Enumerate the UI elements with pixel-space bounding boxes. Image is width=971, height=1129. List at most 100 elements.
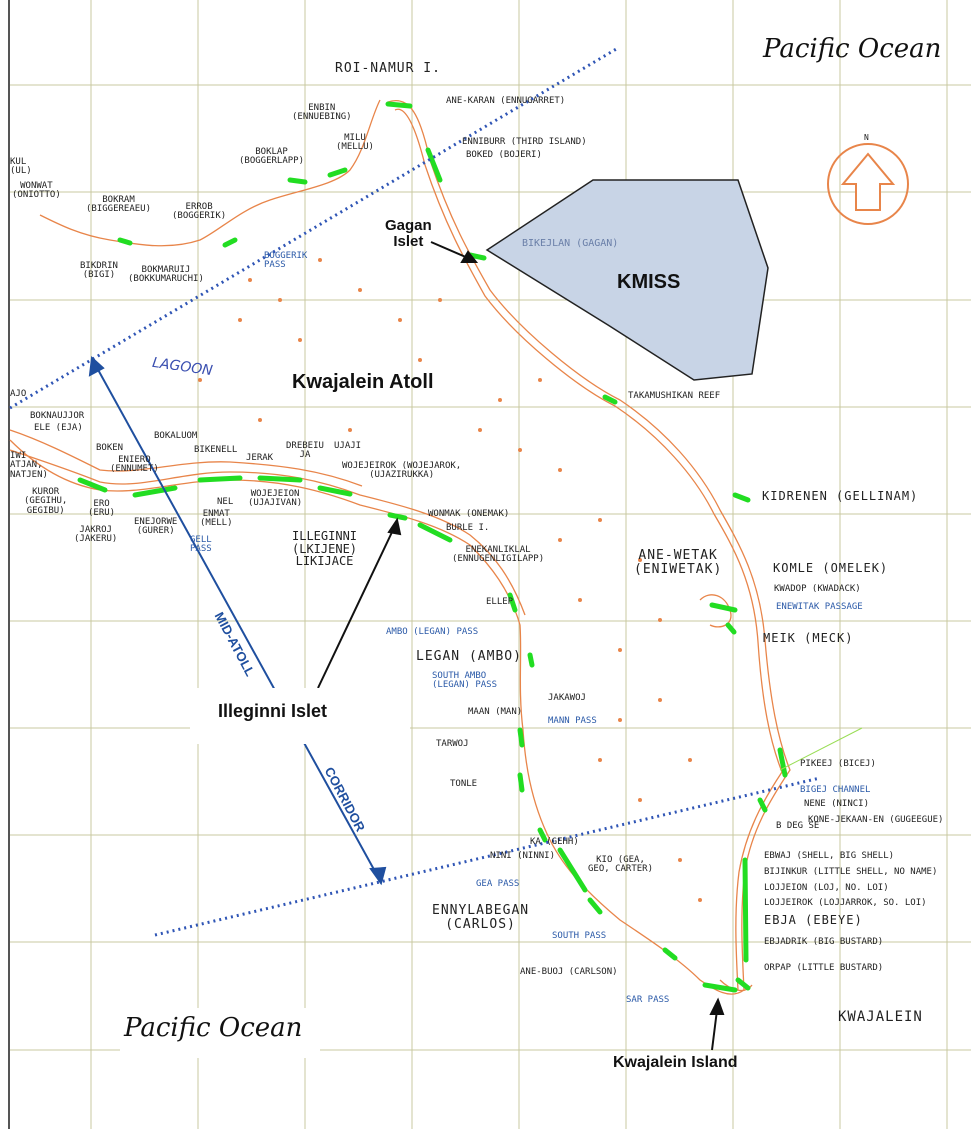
atoll-title: Kwajalein Atoll: [292, 371, 434, 393]
island-nini: NINI (NINNI): [490, 851, 556, 861]
pass-boggerik: BOGGERIK PASS: [264, 251, 308, 271]
island-ujaji: UJAJI: [334, 441, 362, 451]
island-enekanliklal: ENEKANLIKLAL (ENNUGENLIGILAPP): [452, 545, 545, 565]
island-atjan: IWI ATJAN, NATJEN): [10, 451, 48, 480]
island-tarwoj: TARWOJ: [436, 739, 469, 749]
island-ane-karan: ANE-KARAN (ENNUGARRET): [446, 96, 566, 106]
coral-heads: [198, 258, 702, 902]
island-bikenell: BIKENELL: [194, 445, 238, 455]
compass-n-label: N: [864, 133, 869, 142]
island-legan: LEGAN (AMBO): [416, 649, 522, 664]
corridor-boundaries: [9, 46, 821, 937]
pass-ambo: AMBO (LEGAN) PASS: [386, 627, 479, 637]
island-ebja: EBJA (EBEYE): [764, 913, 863, 927]
island-jerak: JERAK: [246, 453, 274, 463]
island-orpap: ORPAP (LITTLE BUSTARD): [764, 963, 884, 973]
island-ebwaj: EBWAJ (SHELL, BIG SHELL): [764, 851, 895, 861]
pass-south-ambo: SOUTH AMBO (LEGAN) PASS: [432, 671, 498, 691]
kwajalein-island-callout: Kwajalein Island: [613, 1054, 738, 1071]
island-enmat: ENMAT (MELL): [200, 509, 233, 529]
callout-arrows: [317, 241, 725, 1051]
kwajalein-label: KWAJALEIN: [838, 1009, 923, 1025]
map-grid: [10, 0, 971, 1129]
island-b-deg: B DEG SE: [776, 821, 820, 831]
island-boknaujor: BOKNAUJJOR: [30, 411, 85, 421]
island-takamushikan: TAKAMUSHIKAN REEF: [628, 391, 721, 401]
pass-gea: GEA PASS: [476, 879, 520, 889]
island-ka: KA (GEHH): [530, 837, 579, 847]
island-wonmak: WONMAK (ONEMAK): [428, 509, 510, 519]
island-komle: KOMLE (OMELEK): [773, 561, 889, 575]
island-wojejeirok: WOJEJEIROK (WOJEJAROK, (UJAZIRUKKA): [342, 461, 462, 481]
island-boked: BOKED (BOJERI): [466, 150, 542, 160]
island-bokmaruij: BOKMARUIJ (BOKKUMARUCHI): [128, 265, 204, 285]
island-ellep: ELLEP: [486, 597, 514, 607]
illeginni-callout: Illeginni Islet: [218, 701, 328, 721]
pacific-bottom-box: [120, 1008, 320, 1058]
compass-icon: [827, 143, 909, 225]
island-wonwat: WONWAT (ONIOTTO): [12, 181, 61, 201]
island-lojjeion: LOJJEION (LOJ, NO. LOI): [764, 883, 889, 893]
island-ennylabegan: ENNYLABEGAN (CARLOS): [432, 903, 530, 932]
island-jakawoj: JAKAWOJ: [548, 693, 586, 703]
reef-outline: [9, 99, 791, 995]
island-ane-wetak: ANE-WETAK (ENIWETAK): [634, 548, 723, 577]
island-illeginni: ILLEGINNI (LKIJENE) LIKIJACE: [292, 529, 358, 569]
pass-enewitak: ENEWITAK PASSAGE: [776, 602, 863, 612]
island-enbin: ENBIN (ENNUEBING): [292, 103, 352, 123]
island-milu: MILU (MELLU): [336, 133, 374, 153]
island-burle: BURLE I.: [446, 523, 490, 533]
island-kuror: KUROR (GEGIHU, GEGIBU): [24, 487, 68, 516]
island-bokaluom: BOKALUOM: [154, 431, 198, 441]
island-kio: KIO (GEA, GEO, CARTER): [588, 855, 654, 875]
pass-gell: GELL PASS: [190, 535, 212, 555]
island-boklap: BOKLAP (BOGGERLAPP): [239, 147, 305, 167]
island-jakroj: JAKROJ (JAKERU): [74, 525, 118, 545]
island-kul: KUL (UL): [10, 157, 32, 177]
island-bikdrin: BIKDRIN (BIGI): [80, 261, 118, 281]
illeginni-callout-box: [190, 688, 410, 744]
island-errob: ERROB (BOGGERIK): [172, 202, 227, 222]
gagan-callout-line1: Gagan: [385, 217, 432, 234]
island-lojjeirok: LOJJEIROK (LOJJARROK, SO. LOI): [764, 898, 927, 908]
island-maan: MAAN (MAN): [468, 707, 523, 717]
island-ebjadrik: EBJADRIK (BIG BUSTARD): [764, 937, 884, 947]
island-tonle: TONLE: [450, 779, 478, 789]
pass-south: SOUTH PASS: [552, 931, 607, 941]
pass-mann: MANN PASS: [548, 716, 597, 726]
kmiss-label: KMISS: [617, 271, 681, 293]
island-nel: NEL: [217, 497, 234, 507]
gagan-callout-line2: Islet: [393, 232, 424, 250]
reef-connector: [779, 727, 863, 771]
island-eniero: ENIERO (ENNUMET): [110, 455, 159, 475]
island-drebeiu: DREBEIU JA: [286, 441, 324, 461]
roi-namur-label: ROI-NAMUR I.: [335, 61, 441, 76]
gagan-callout: Gagan Islet: [385, 218, 432, 250]
island-ajo: AJO: [10, 389, 27, 399]
land-segments: [77, 101, 788, 993]
corridor-arrow: [88, 355, 387, 886]
island-bikejlan: BIKEJLAN (GAGAN): [522, 238, 619, 249]
island-enejorwe: ENEJORWE (GURER): [134, 517, 178, 537]
island-bokram: BOKRAM (BIGGEREAEU): [86, 195, 152, 215]
island-kwadop: KWADOP (KWADACK): [774, 584, 861, 594]
island-nene: NENE (NINCI): [804, 799, 870, 809]
island-wojejeion: WOJEJEION (UJAJIVAN): [248, 489, 303, 509]
island-kone: KONE-JEKAAN-EN (GUGEEGUE): [808, 815, 944, 825]
kmiss-area: [485, 179, 769, 381]
pacific-ocean-top-label: Pacific Ocean: [763, 34, 942, 64]
island-ero: ERO (ERU): [88, 499, 116, 519]
pass-sar: SAR PASS: [626, 995, 670, 1005]
island-enniburr: ENNIBURR (THIRD ISLAND): [462, 137, 587, 147]
pacific-ocean-bottom-label: Pacific Ocean: [124, 1013, 303, 1043]
island-ane-buoj: ANE-BUOJ (CARLSON): [520, 967, 618, 977]
island-pikeej: PIKEEJ (BICEJ): [800, 759, 876, 769]
island-boken: BOKEN: [96, 443, 124, 453]
pass-bigej: BIGEJ CHANNEL: [800, 785, 871, 795]
island-bijinkur: BIJINKUR (LITTLE SHELL, NO NAME): [764, 867, 938, 877]
island-kidrenen: KIDRENEN (GELLINAM): [762, 489, 919, 503]
island-meik: MEIK (MECK): [763, 631, 854, 645]
island-ele: ELE (EJA): [34, 423, 83, 433]
